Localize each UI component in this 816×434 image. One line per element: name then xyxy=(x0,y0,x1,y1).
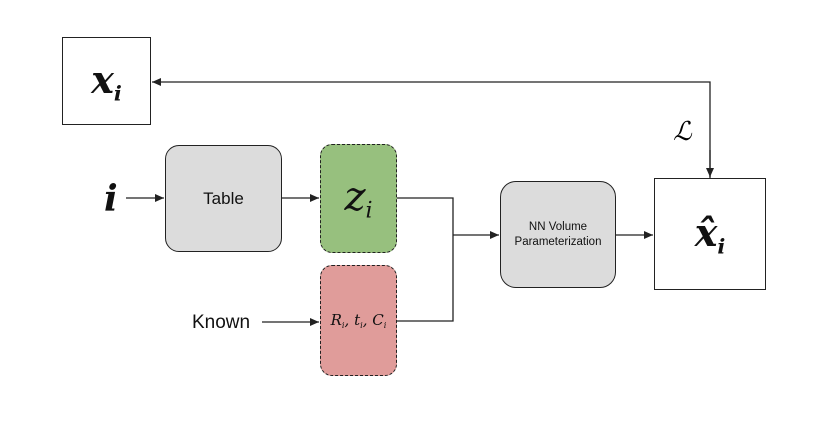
xi-symbol: xi xyxy=(91,56,122,106)
zi-symbol: zi xyxy=(344,173,373,224)
reconstruction-xhat-box: x̂i xyxy=(654,178,766,290)
xhat-symbol: x̂i xyxy=(694,209,726,259)
loss-label: ℒ xyxy=(673,117,692,147)
latent-zi-box: zi xyxy=(320,144,397,253)
table-label: Table xyxy=(203,188,244,208)
connector-zi-merge xyxy=(397,197,454,322)
table-box: Table xyxy=(165,145,282,252)
index-input-label: i xyxy=(104,178,118,220)
known-input-label: Known xyxy=(192,312,251,333)
ground-truth-xi-box: xi xyxy=(62,37,151,125)
pose-box: Ri, ti, Ci xyxy=(320,265,397,376)
arrow-loss-to-xi xyxy=(152,78,711,178)
pose-label: Ri, ti, Ci xyxy=(330,311,387,330)
